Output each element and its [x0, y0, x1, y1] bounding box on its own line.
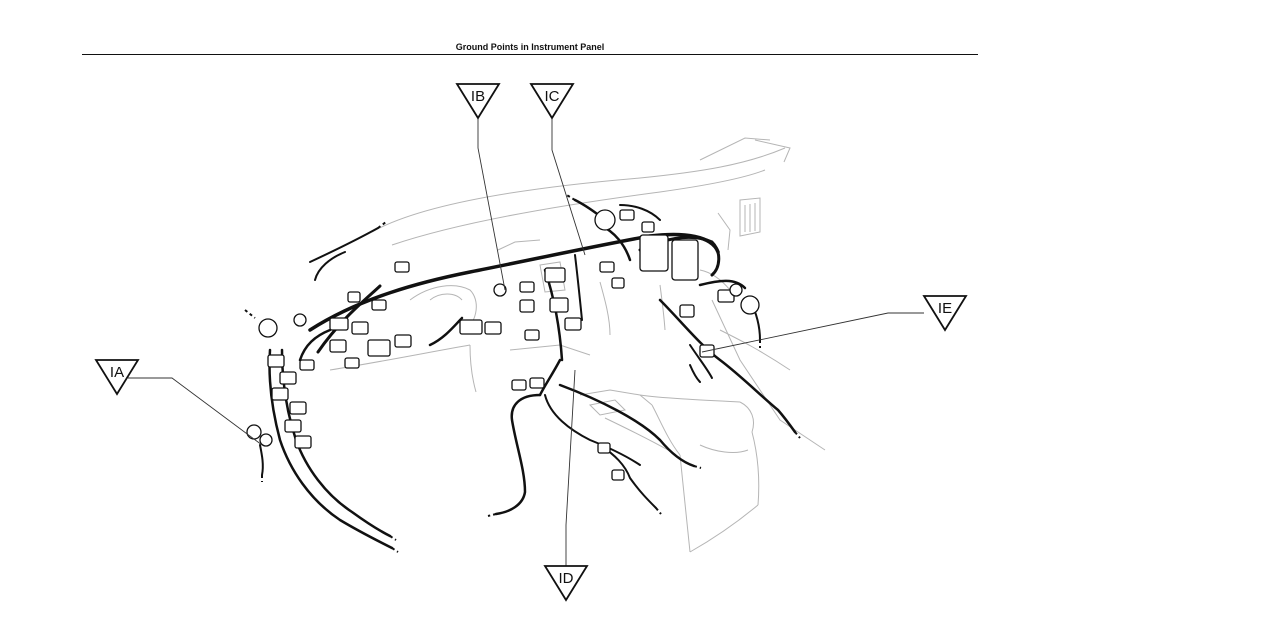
callout-id: ID: [543, 565, 589, 602]
callout-ib: IB: [455, 83, 501, 120]
wire-harness: [259, 198, 797, 550]
leader-ic: [551, 118, 586, 256]
connectors: [246, 209, 760, 481]
leader-lines: [128, 118, 924, 566]
leader-ia: [128, 377, 263, 446]
leader-ie: [701, 312, 924, 353]
callout-label-ic: IC: [545, 88, 560, 105]
callout-label-ie: IE: [938, 300, 952, 317]
callout-ie: IE: [922, 295, 968, 332]
wire-ends: [244, 193, 801, 553]
callout-ia: IA: [94, 359, 140, 396]
dashboard-outline: [329, 137, 826, 553]
title-rule: [82, 54, 978, 55]
leader-id: [565, 369, 576, 566]
callout-label-ib: IB: [471, 88, 485, 105]
callout-ic: IC: [529, 83, 575, 120]
leader-ib: [477, 118, 506, 291]
callout-label-ia: IA: [110, 364, 124, 381]
callout-label-id: ID: [559, 570, 574, 587]
page-title: Ground Points in Instrument Panel: [455, 42, 605, 52]
